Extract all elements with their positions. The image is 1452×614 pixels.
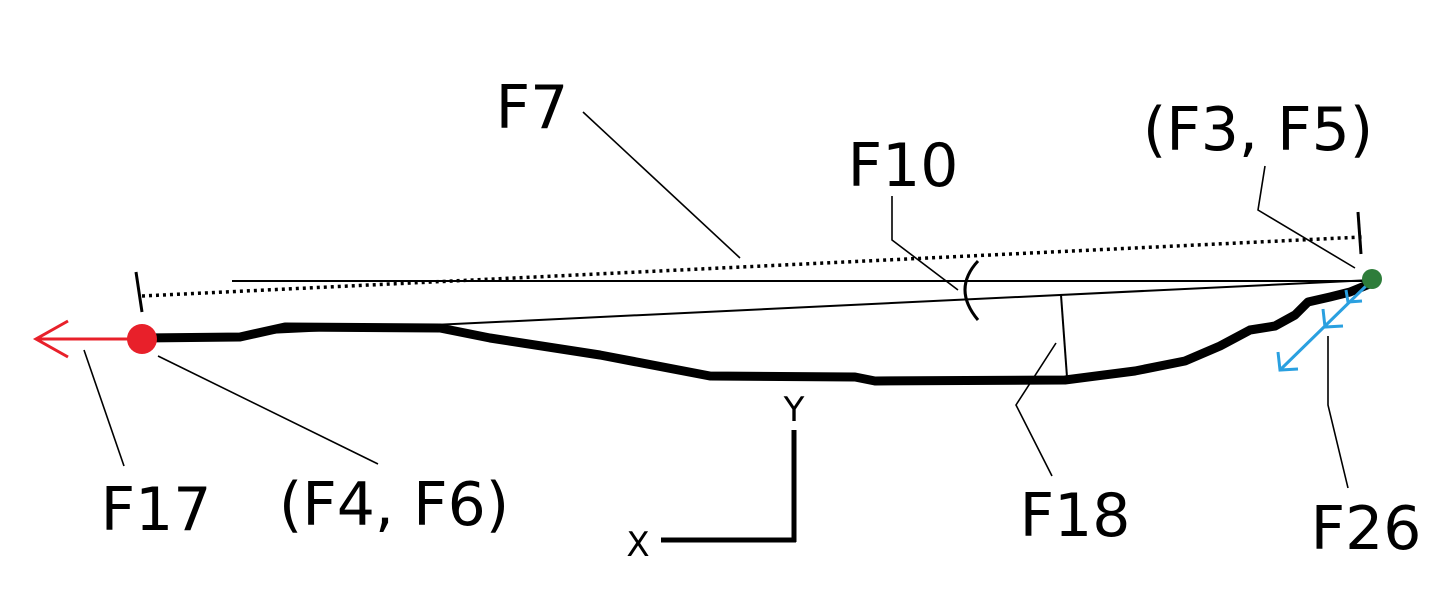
f17-leader-line [83,349,125,467]
f18-leader-line [1015,342,1057,477]
dotted-reference-line [141,235,1363,298]
offset-line [1060,294,1068,378]
left-end-tick [134,271,144,313]
f10-leader-line [891,196,959,291]
velocity-arrow [1276,282,1370,372]
coordinate-axes [661,430,797,543]
label-f7: F7 [496,73,569,143]
angle-arc [963,259,980,321]
start-point [127,324,157,354]
label-f18: F18 [1020,481,1131,551]
f7-leader-line [582,111,741,259]
label-f3-f5: (F3, F5) [1143,95,1373,165]
f26-leader-line [1327,336,1349,489]
right-end-tick [1356,211,1363,255]
label-f4-f6: (F4, F6) [279,470,509,540]
label-f10: F10 [848,131,959,201]
f3-f5-leader-line [1257,165,1356,269]
end-point [1362,269,1382,289]
force-arrow [32,319,142,359]
x-axis-label: X [626,525,649,565]
trajectory-path [137,278,1377,386]
label-f26: F26 [1311,494,1422,564]
y-axis-label: Y [783,390,805,430]
label-f17: F17 [101,475,212,545]
f4-f6-leader-line [157,355,379,465]
